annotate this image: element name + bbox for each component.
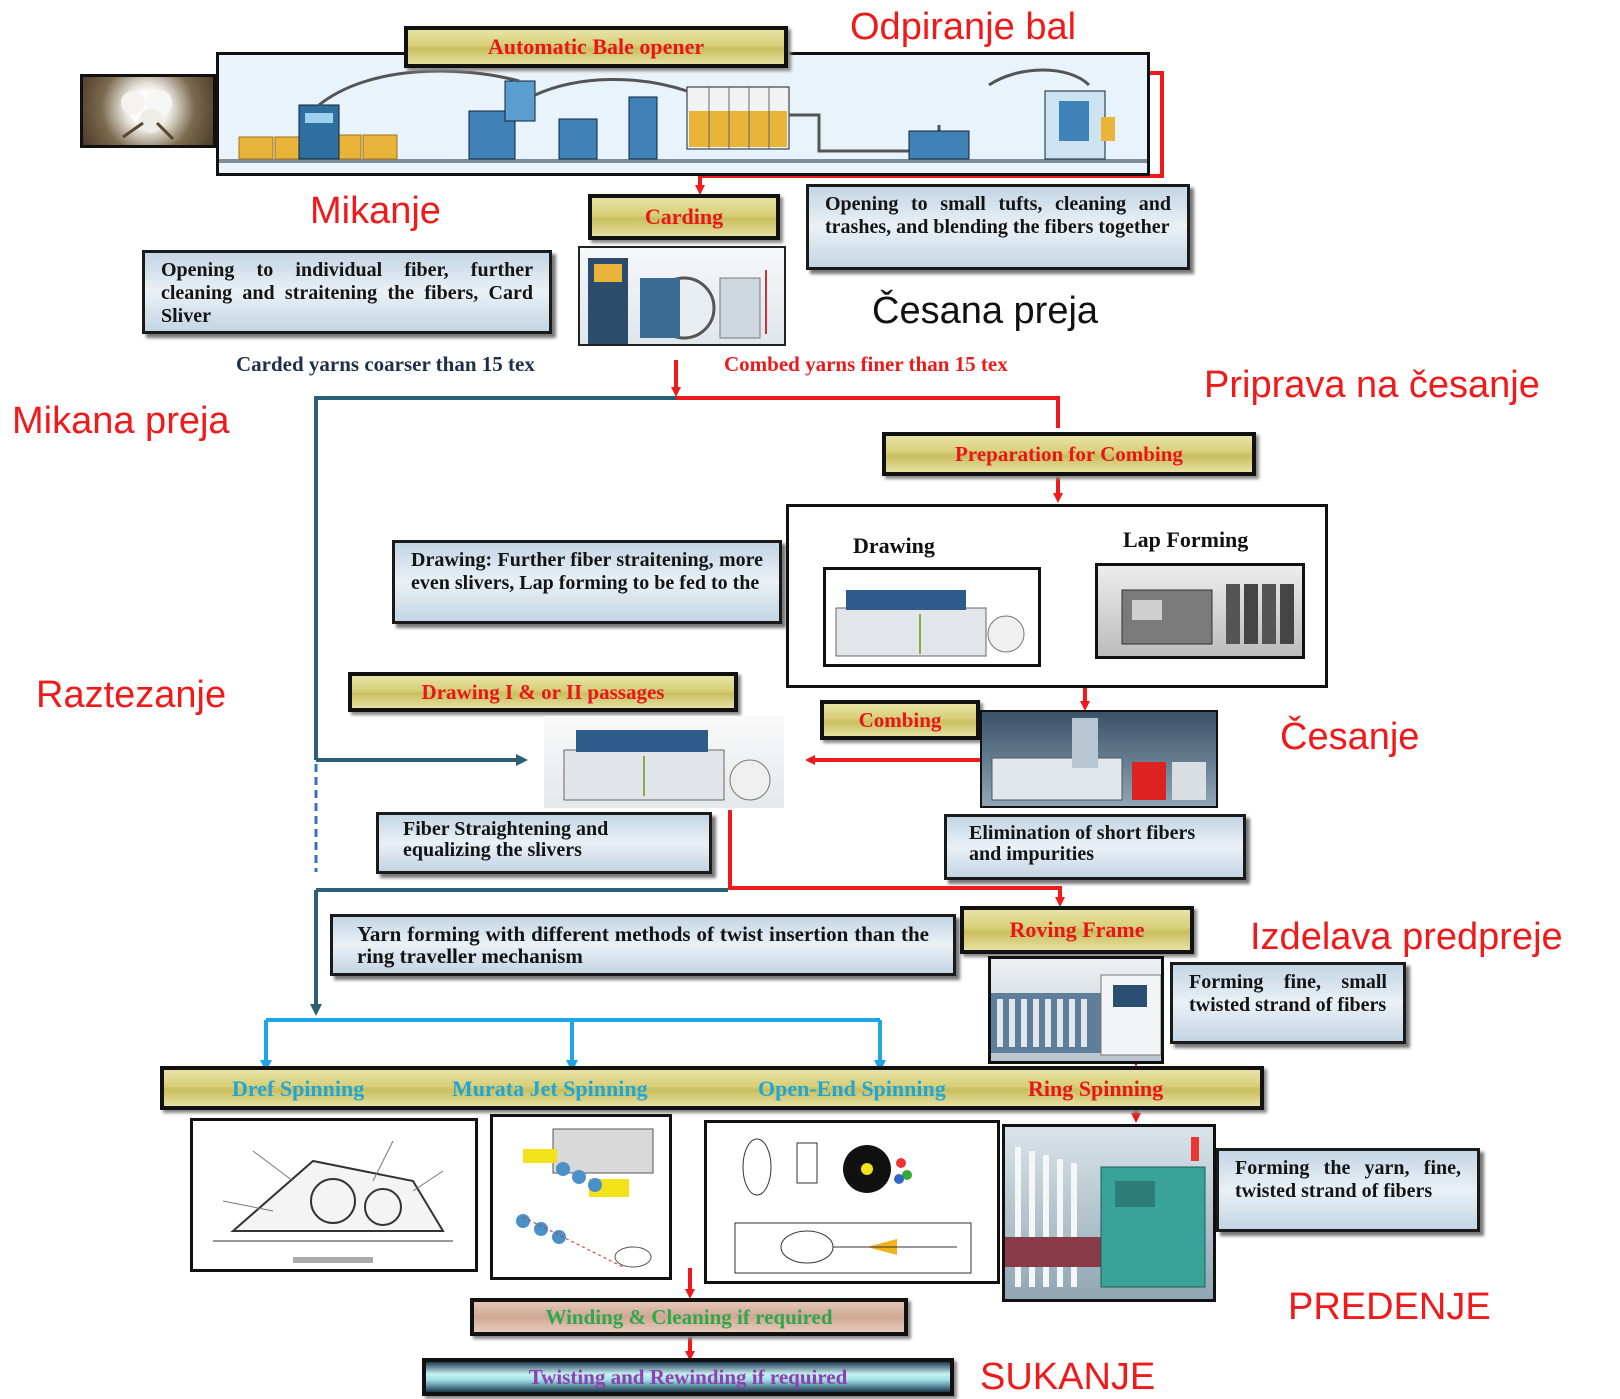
drawing-passages-machine-photo	[544, 716, 784, 808]
label-raztezanje: Raztezanje	[36, 674, 227, 716]
label-mikanje: Mikanje	[310, 190, 441, 232]
ring-spinning-label: Ring Spinning	[1028, 1076, 1164, 1101]
elimination-note: Elimination of short fibers and impuriti…	[944, 814, 1246, 880]
open-end-spinning-label: Open-End Spinning	[758, 1076, 946, 1101]
bale-opener-label: Automatic Bale opener	[487, 34, 705, 59]
label-cesana-preja: Česana preja	[872, 290, 1099, 332]
drawing-to-roving-line	[728, 810, 1065, 907]
label-priprava-na-cesanje: Priprava na česanje	[1204, 364, 1540, 406]
combing-label: Combing	[858, 707, 942, 732]
opening-individual-fiber-text: Opening to individual fiber, further cle…	[161, 259, 533, 327]
dref-spinning-icon	[213, 1140, 453, 1263]
twisting-box: Twisting and Rewinding if required	[422, 1358, 954, 1396]
cotton-icon	[121, 90, 175, 141]
combing-box: Combing	[820, 700, 980, 740]
label-predenje: PREDENJE	[1288, 1286, 1491, 1328]
carding-split-line	[671, 360, 1060, 428]
winding-label: Winding & Cleaning if required	[545, 1304, 833, 1329]
elimination-text: Elimination of short fibers and impuriti…	[969, 822, 1196, 865]
drawing-lap-forming-frame: Drawing Lap Forming	[786, 504, 1328, 688]
lap-forming-heading: Lap Forming	[1123, 527, 1249, 552]
opening-individual-fiber-note: Opening to individual fiber, further cle…	[142, 250, 552, 334]
forming-fine-strand-text: Forming fine, small twisted strand of fi…	[1189, 971, 1387, 1016]
bale-opener-box: Automatic Bale opener	[404, 26, 788, 68]
yarn-forming-methods-note: Yarn forming with different methods of t…	[330, 914, 956, 976]
label-mikana-preja: Mikana preja	[12, 400, 230, 442]
drawing-description-text: Drawing: Further fiber straitening, more…	[411, 549, 763, 594]
fiber-straightening-text: Fiber Straightening and equalizing the s…	[403, 818, 609, 861]
cotton-photo	[80, 74, 216, 148]
open-end-spinning-icon	[734, 1138, 972, 1274]
winding-box: Winding & Cleaning if required	[470, 1298, 908, 1336]
murata-jet-spinning-icon	[516, 1128, 654, 1268]
forming-yarn-text: Forming the yarn, fine, twisted strand o…	[1235, 1157, 1461, 1202]
preparation-for-combing-box: Preparation for Combing	[882, 432, 1256, 476]
murata-jet-spinning-label: Murata Jet Spinning	[452, 1076, 648, 1101]
dref-spinning-diagram	[190, 1118, 478, 1272]
combed-branch-label: Combed yarns finer than 15 tex	[724, 352, 1008, 376]
drawing-machine-icon	[835, 590, 1025, 657]
carding-box: Carding	[588, 194, 780, 240]
roving-frame-label: Roving Frame	[1009, 917, 1145, 942]
ring-spinning-icon	[1005, 1137, 1206, 1288]
opening-small-tufts-note: Opening to small tufts, cleaning and tra…	[806, 184, 1190, 270]
carded-branch-line	[310, 396, 728, 1016]
bale-opener-machines-icon	[219, 68, 1147, 163]
drawing-heading: Drawing	[853, 533, 935, 558]
roving-frame-box: Roving Frame	[960, 906, 1194, 954]
fiber-straightening-note: Fiber Straightening and equalizing the s…	[376, 812, 712, 874]
drawing-passages-box: Drawing I & or II passages	[348, 672, 738, 712]
drawing-machine-photo	[823, 567, 1041, 667]
lap-forming-machine-icon	[1121, 584, 1294, 645]
open-end-spinning-diagram	[704, 1120, 1000, 1284]
murata-jet-spinning-diagram	[490, 1114, 672, 1280]
carded-branch-label: Carded yarns coarser than 15 tex	[236, 352, 535, 376]
carding-machine-photo	[578, 246, 786, 346]
carding-machine-icon	[588, 258, 767, 344]
lap-forming-machine-photo	[1095, 563, 1305, 659]
bale-to-carding-line	[695, 71, 1164, 195]
forming-fine-strand-note: Forming fine, small twisted strand of fi…	[1170, 962, 1406, 1044]
label-cesanje: Česanje	[1280, 716, 1420, 758]
label-odpiranje-bal: Odpiranje bal	[850, 6, 1077, 48]
drawing-passages-label: Drawing I & or II passages	[421, 679, 665, 704]
spinning-distribution-line	[260, 1018, 886, 1072]
combing-machine-photo	[980, 710, 1218, 808]
spinning-methods-bar: Dref Spinning Murata Jet Spinning Open-E…	[160, 1066, 1264, 1110]
yarn-forming-methods-text: Yarn forming with different methods of t…	[357, 922, 929, 968]
label-izdelava-predpreje: Izdelava predpreje	[1250, 916, 1563, 958]
forming-yarn-note: Forming the yarn, fine, twisted strand o…	[1216, 1148, 1480, 1232]
carding-label: Carding	[644, 204, 724, 229]
drawing-description-note: Drawing: Further fiber straitening, more…	[392, 540, 782, 624]
drawing-passages-machine-icon	[563, 730, 771, 801]
ring-spinning-photo	[1002, 1124, 1216, 1302]
opening-small-tufts-text: Opening to small tufts, cleaning and tra…	[825, 193, 1171, 238]
combing-machine-icon	[991, 718, 1206, 801]
dref-spinning-label: Dref Spinning	[232, 1076, 365, 1101]
roving-frame-icon	[991, 974, 1161, 1056]
twisting-label: Twisting and Rewinding if required	[528, 1364, 848, 1389]
bale-opener-diagram	[216, 52, 1150, 176]
preparation-for-combing-label: Preparation for Combing	[955, 441, 1183, 466]
label-sukanje: SUKANJE	[980, 1356, 1156, 1398]
roving-frame-photo	[988, 956, 1164, 1064]
